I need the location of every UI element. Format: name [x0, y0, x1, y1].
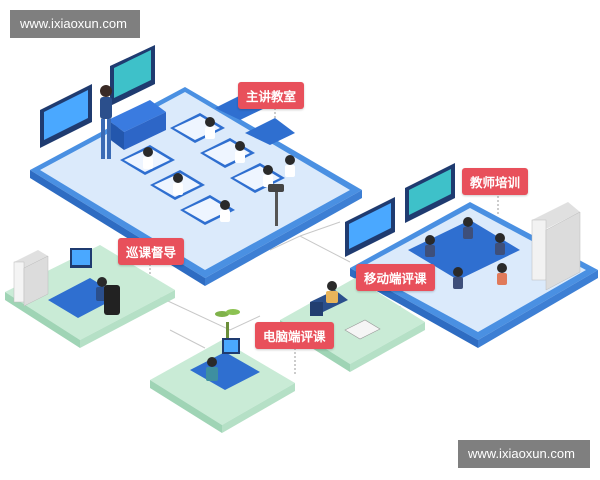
- label-main-classroom: 主讲教室: [238, 82, 305, 109]
- plant-icon: [215, 309, 240, 338]
- pc-evaluation-platform: [150, 309, 295, 433]
- mobile-user-figure: [326, 281, 338, 303]
- filing-cabinet: [13, 250, 49, 307]
- teacher-training-platform: [345, 163, 598, 348]
- meeting-table: [408, 220, 520, 280]
- trainees: [425, 217, 507, 289]
- main-classroom-platform: [30, 45, 362, 286]
- podium: [108, 100, 166, 132]
- teacher-figure: [100, 85, 112, 159]
- label-teacher-training: 教师培训: [462, 168, 529, 195]
- patrol-supervision-platform: [5, 245, 175, 348]
- side-table: [344, 319, 381, 340]
- watermark-top: www.ixiaoxun.com: [10, 10, 140, 38]
- cabinet: [531, 202, 581, 291]
- label-mobile-evaluation: 移动端评课: [356, 264, 435, 291]
- supervisor-figure: [96, 277, 120, 315]
- camera-stand-icon: [268, 184, 284, 226]
- label-pc-evaluation: 电脑端评课: [255, 322, 334, 349]
- students: [143, 117, 295, 222]
- watermark-bottom: www.ixiaoxun.com: [458, 440, 590, 468]
- label-patrol-supervision: 巡课督导: [118, 238, 185, 265]
- pc-user-figure: [206, 357, 218, 381]
